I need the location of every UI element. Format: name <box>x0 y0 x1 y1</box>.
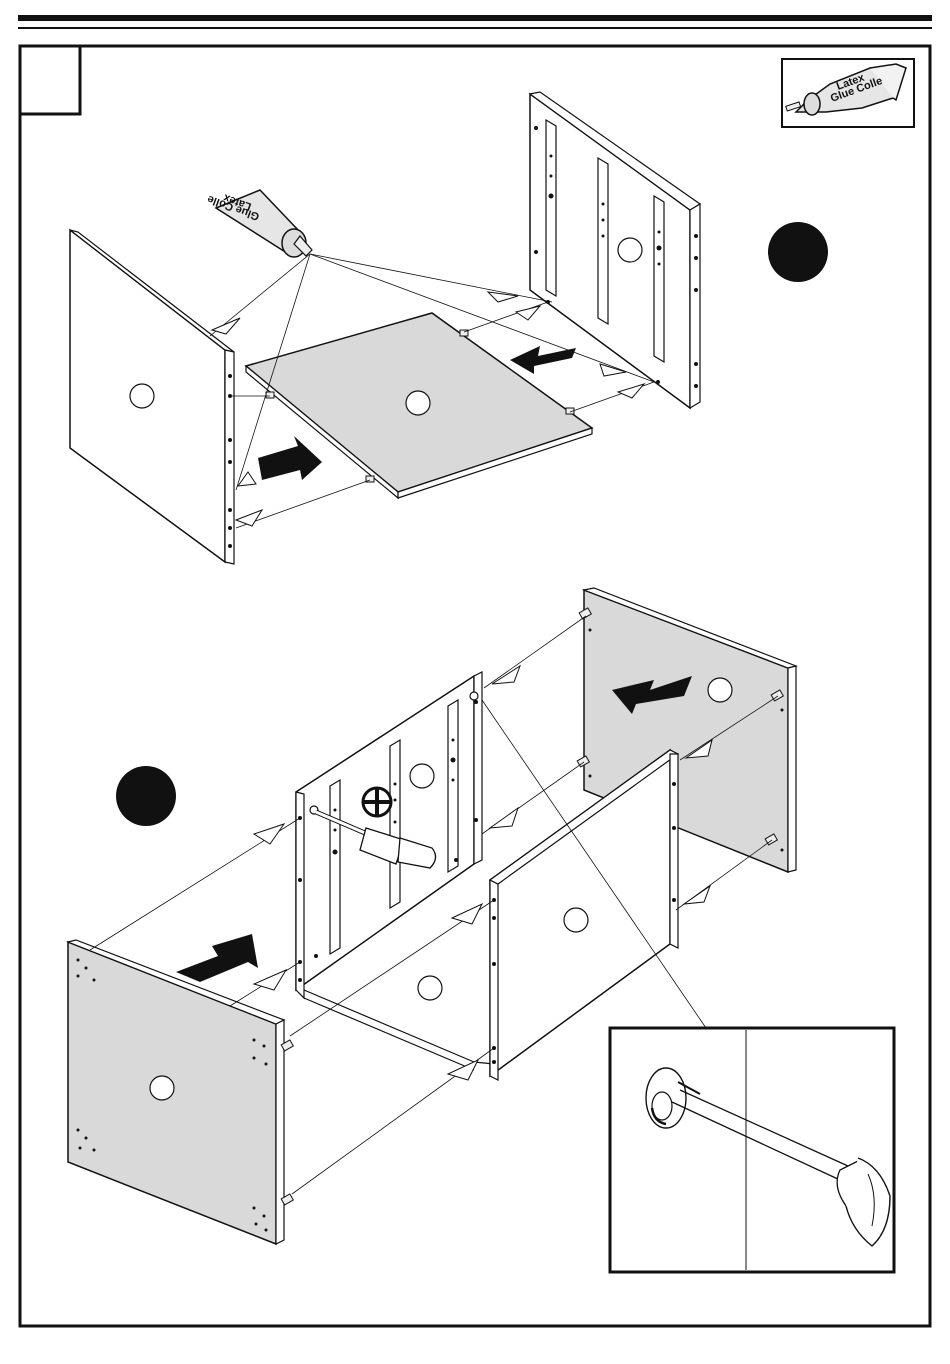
push-arrow-left <box>258 436 322 480</box>
bottom-assembly <box>68 588 894 1272</box>
glue-tube-illustration: Latex Glue Colle <box>206 190 312 257</box>
push-arrow-right <box>510 346 576 374</box>
detail-inset <box>610 1028 894 1272</box>
push-arrow-bottom-left <box>176 934 258 982</box>
left-side-panel <box>70 230 234 564</box>
top-assembly: Latex Glue Colle <box>70 92 828 564</box>
bottom-panel-outline <box>304 976 494 1070</box>
glue-tube-icon: Latex Glue Colle <box>782 59 914 127</box>
step-badge-a <box>768 222 828 282</box>
step-badge-b <box>116 766 176 826</box>
header-rule <box>18 15 932 29</box>
step-number-box <box>20 46 80 114</box>
